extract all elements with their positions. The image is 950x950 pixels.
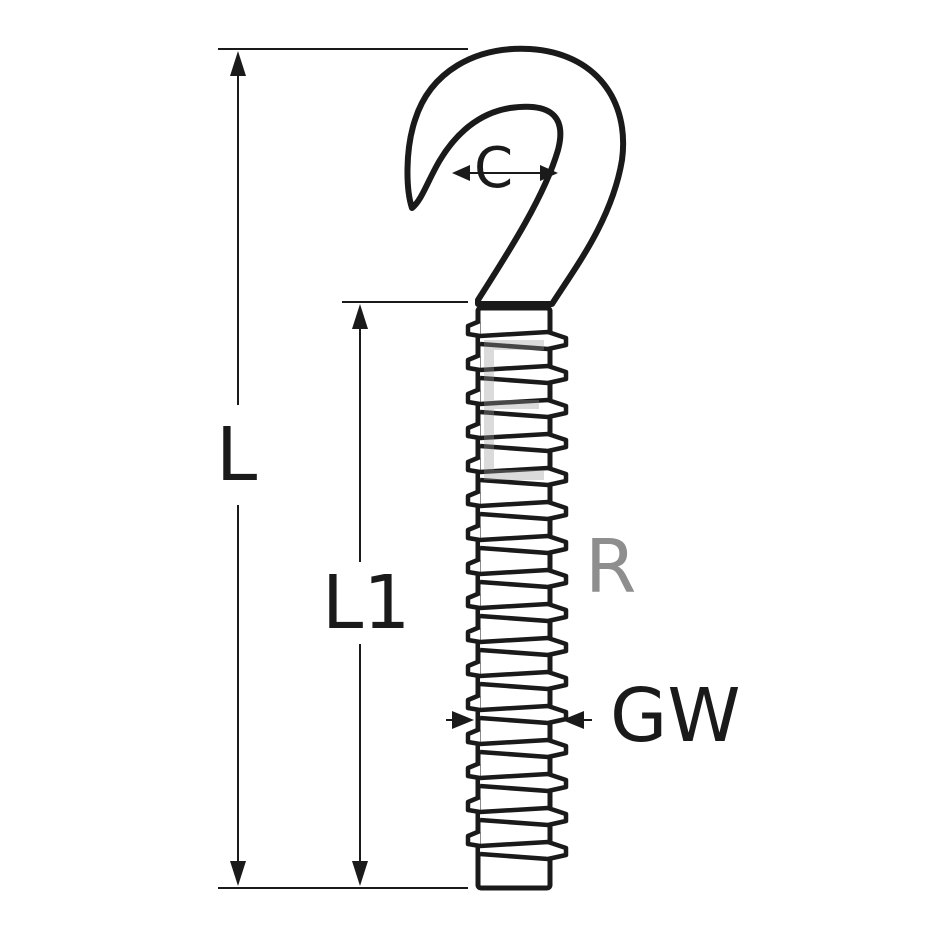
arrowhead-gw-left xyxy=(452,711,474,729)
brand-mark-r: R xyxy=(585,524,637,610)
thread-ridge xyxy=(465,658,569,692)
hook-eye xyxy=(404,45,627,307)
arrowhead-l1-top xyxy=(352,304,368,329)
dimension-label-c: C xyxy=(474,136,514,201)
arrowhead-l1-bottom xyxy=(352,861,368,886)
dimension-l xyxy=(230,51,246,886)
thread-ridge xyxy=(465,760,569,794)
thread-ridge xyxy=(465,590,569,624)
thread-ridge xyxy=(465,556,569,590)
thread-ridge xyxy=(465,318,569,352)
dimension-label-l1: L1 xyxy=(320,560,413,646)
thread-ridge xyxy=(465,522,569,556)
thread-ridge xyxy=(465,454,569,488)
arrowhead-gw-right xyxy=(562,711,584,729)
dimension-gw xyxy=(446,711,592,729)
dimension-label-l: L xyxy=(216,412,258,498)
thread-ridge xyxy=(465,828,569,862)
dimension-label-gw: GW xyxy=(610,673,741,759)
thread-ridge xyxy=(465,352,569,386)
arrowhead-l-bottom xyxy=(230,861,246,886)
thread-ridge xyxy=(465,726,569,760)
thread-ridge xyxy=(465,624,569,658)
thread-ridge xyxy=(465,386,569,420)
arrowhead-c-right xyxy=(540,165,558,181)
watermark-logo xyxy=(484,340,544,480)
extension-lines xyxy=(218,48,468,889)
arrowhead-l-top xyxy=(230,51,246,76)
thread-ridges xyxy=(465,318,569,862)
thread-ridge xyxy=(465,692,569,726)
thread-ridge xyxy=(465,488,569,522)
thread-ridge xyxy=(465,794,569,828)
thread-ridge xyxy=(465,420,569,454)
arrowhead-c-left xyxy=(452,165,470,181)
dimension-c xyxy=(452,165,558,181)
